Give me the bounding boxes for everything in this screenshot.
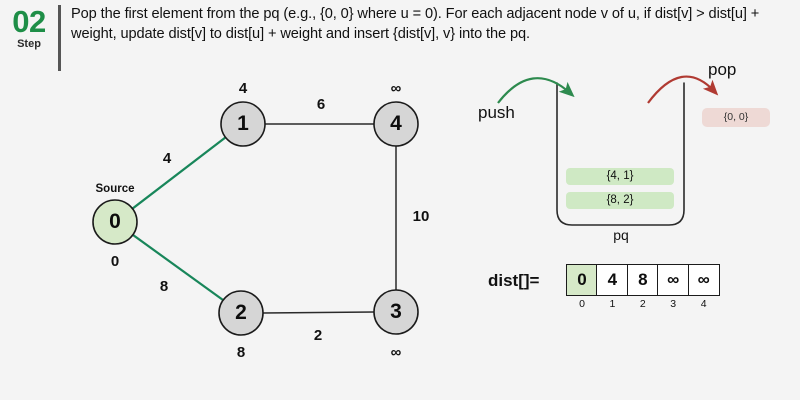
graph-node-3[interactable]	[373, 289, 419, 335]
dist-index: 4	[700, 298, 707, 310]
source-label: Source	[95, 183, 135, 195]
header-divider	[58, 5, 61, 71]
graph-node-2[interactable]	[218, 290, 264, 336]
dist-index: 2	[639, 298, 646, 310]
edge-weight-0-2: 8	[159, 278, 169, 295]
dist-cell[interactable]: ∞	[657, 264, 690, 296]
node-dist-3: ∞	[390, 344, 402, 361]
pq-container	[556, 82, 685, 226]
pop-label: pop	[708, 60, 737, 79]
graph-panel: 0 1 2 3 4 Source 0 4 8 ∞ ∞ 4 8 6 10 2	[0, 78, 470, 400]
graph-node-4[interactable]	[373, 101, 419, 147]
step-description: Pop the first element from the pq (e.g.,…	[71, 6, 760, 42]
dist-cell[interactable]: ∞	[687, 264, 720, 296]
edge-weight-0-1: 4	[162, 150, 172, 167]
pq-item[interactable]: {4, 1}	[566, 168, 674, 185]
priority-queue-panel: push pop {4, 1} {8, 2} {0, 0} pq	[470, 55, 800, 255]
pq-item[interactable]: {8, 2}	[566, 192, 674, 209]
popped-element: {0, 0}	[702, 108, 770, 127]
node-dist-4: ∞	[390, 80, 402, 97]
dist-index: 1	[609, 298, 616, 310]
dist-array-cells: 0 4 8 ∞ ∞	[566, 264, 720, 296]
step-number: 02	[12, 4, 46, 39]
step-badge: 02 Step	[0, 0, 58, 50]
edge-0-2	[114, 221, 242, 314]
dist-index: 0	[579, 298, 585, 310]
dist-array-panel: dist[]= 0 4 8 ∞ ∞ 0 1 2 3 4	[470, 262, 800, 332]
push-arrow	[497, 77, 575, 104]
dist-cell[interactable]: 8	[626, 264, 659, 296]
dist-array-indices: 0 1 2 3 4	[566, 298, 720, 310]
edge-weight-2-3: 2	[313, 327, 323, 344]
graph-node-1[interactable]	[220, 101, 266, 147]
edge-0-1	[114, 123, 244, 223]
node-dist-2: 8	[236, 344, 246, 361]
node-dist-1: 4	[238, 80, 248, 97]
pq-canvas	[497, 75, 719, 226]
dist-index: 3	[670, 298, 677, 310]
step-header: 02 Step Pop the first element from the p…	[0, 0, 800, 78]
dist-array-label: dist[]=	[488, 271, 540, 290]
edge-2-3	[262, 311, 375, 314]
dist-cell[interactable]: 4	[596, 264, 629, 296]
pq-caption: pq	[613, 227, 629, 243]
edge-weight-4-3: 10	[412, 208, 430, 225]
edge-weight-1-4: 6	[316, 96, 326, 113]
pop-arrow	[647, 75, 719, 104]
push-label: push	[478, 103, 515, 122]
graph-canvas	[92, 101, 419, 336]
node-dist-0: 0	[110, 253, 120, 270]
dist-cell[interactable]: 0	[566, 264, 598, 296]
graph-node-0[interactable]	[92, 199, 138, 245]
step-word: Step	[17, 38, 41, 50]
